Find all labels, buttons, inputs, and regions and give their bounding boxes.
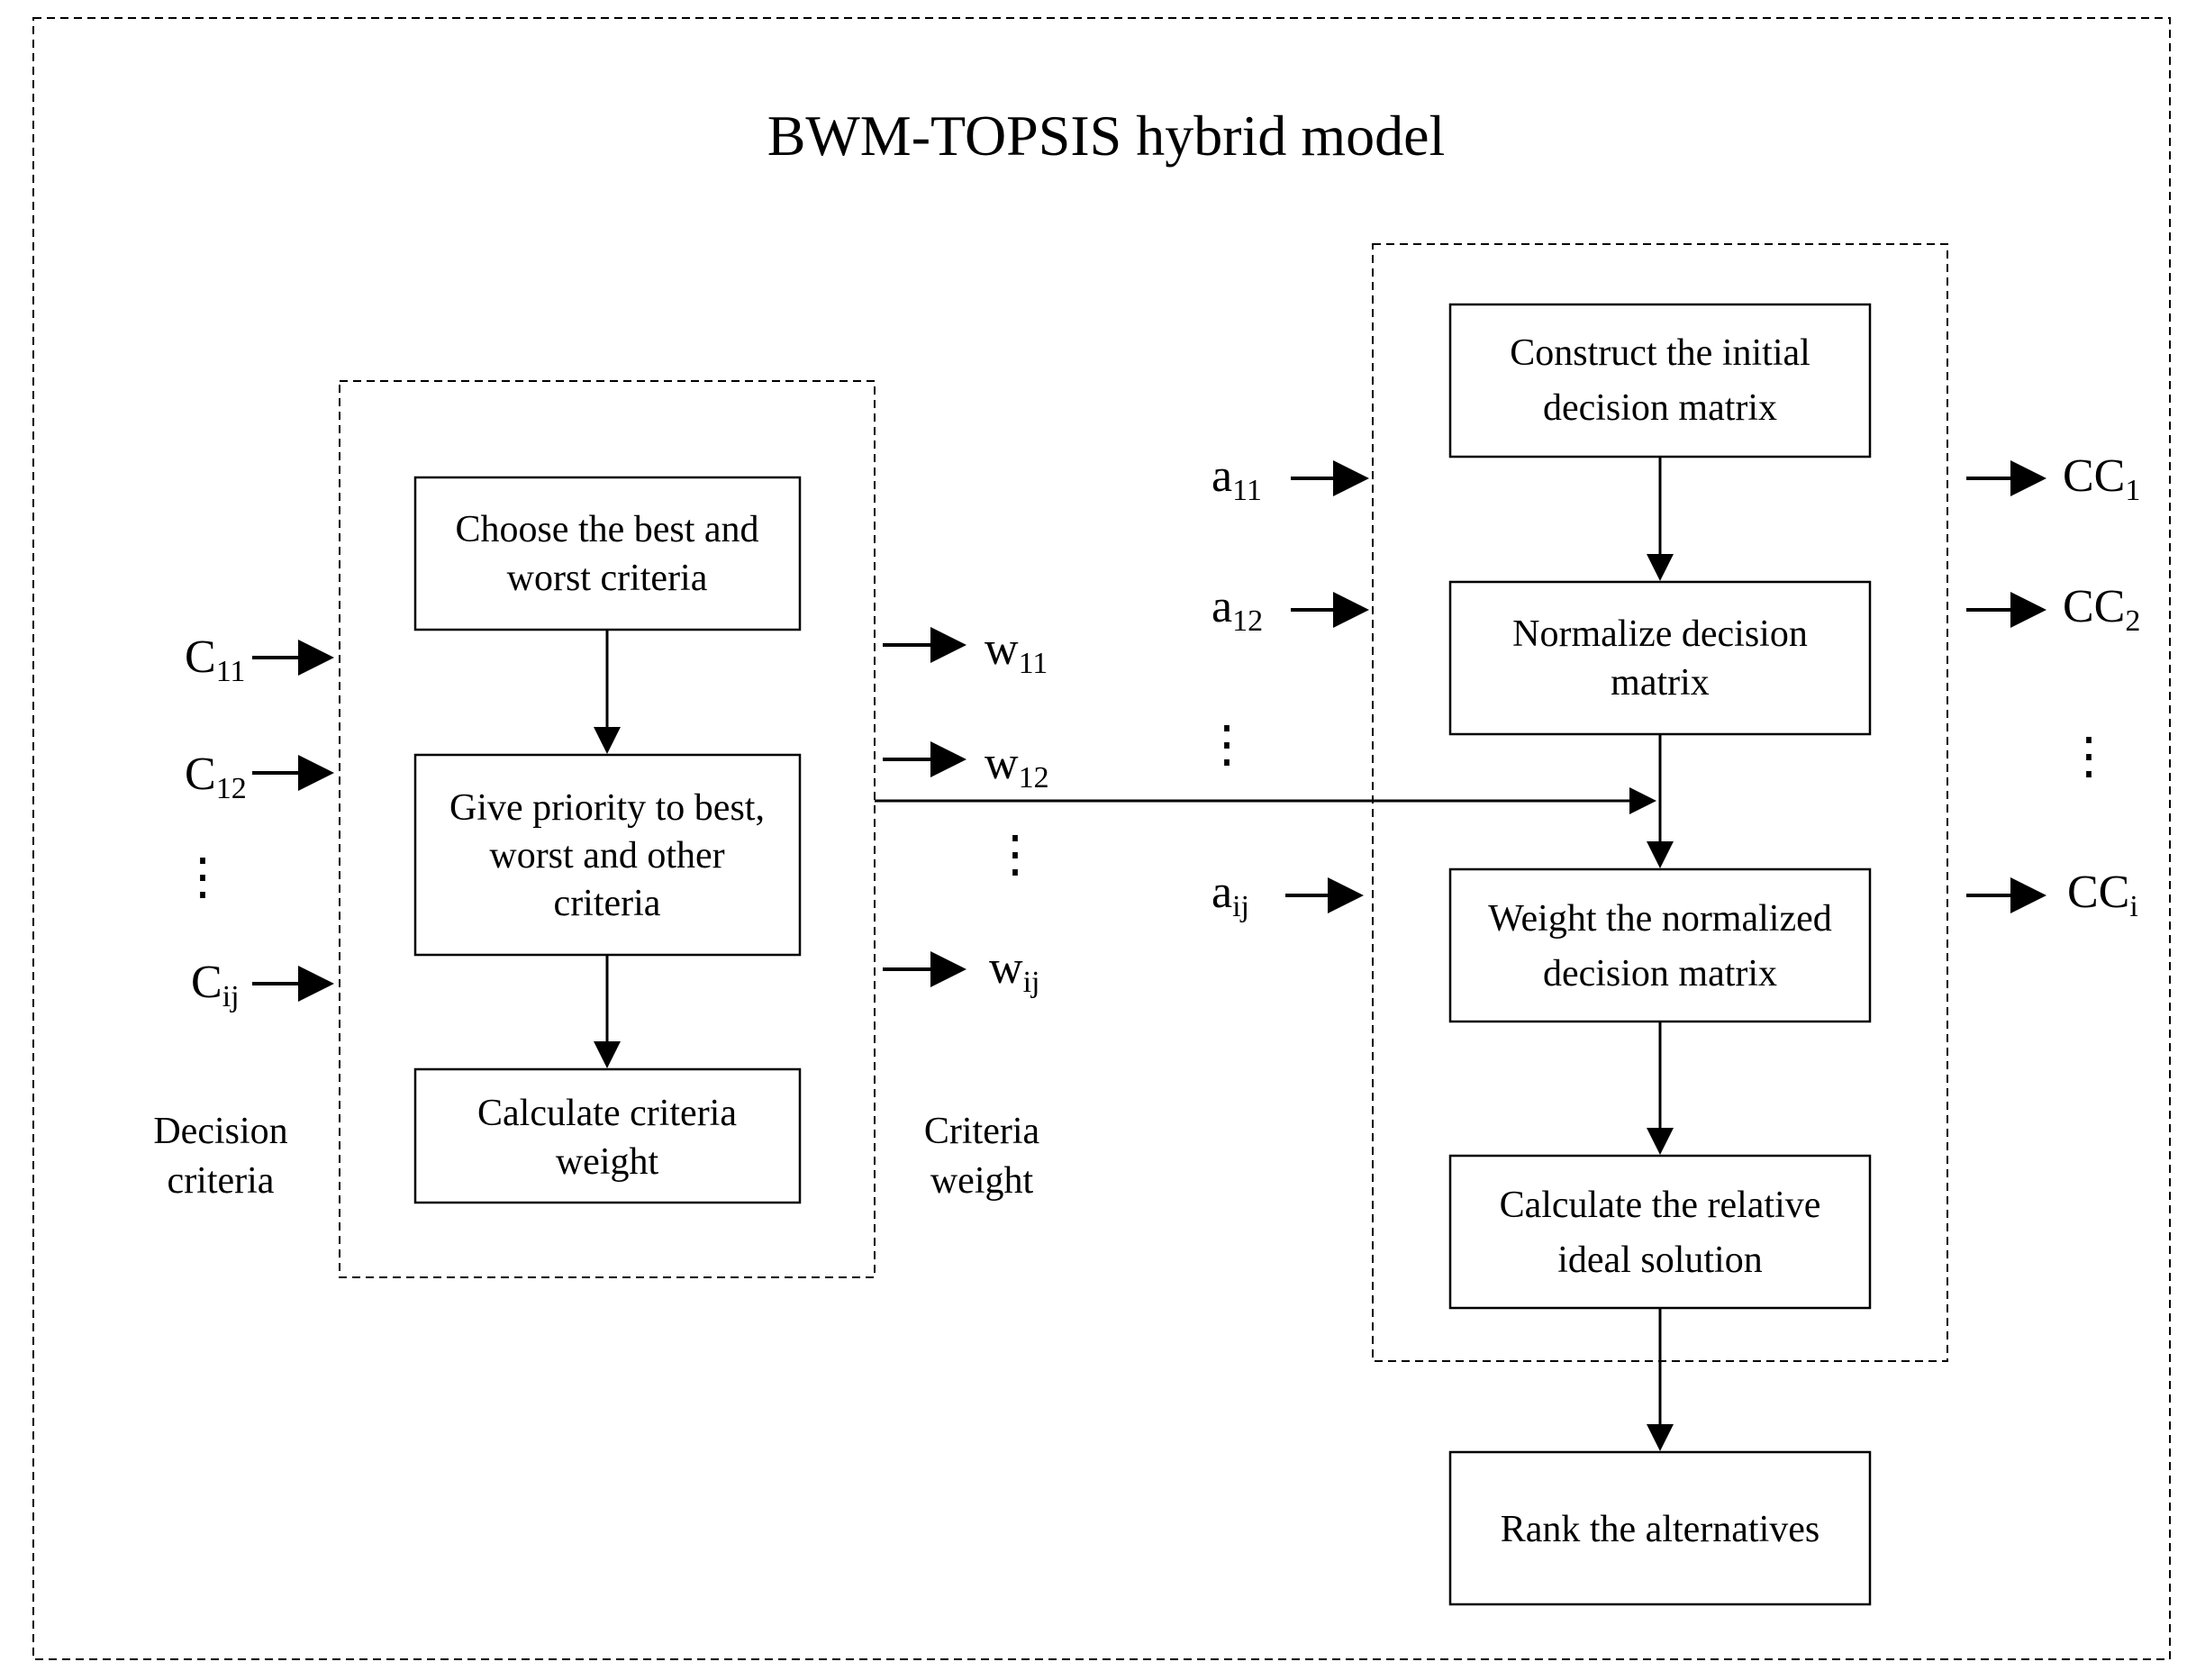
svg-text:Cij: Cij: [191, 957, 240, 1013]
svg-text:matrix: matrix: [1611, 662, 1710, 704]
diagram-title: BWM-TOPSIS hybrid model: [767, 104, 1446, 168]
svg-text:Choose the best and: Choose the best and: [455, 509, 758, 550]
svg-text:weight: weight: [556, 1141, 659, 1183]
svg-text:w11: w11: [985, 623, 1048, 680]
svg-text:Criteria: Criteria: [924, 1111, 1040, 1152]
svg-text:criteria: criteria: [554, 883, 661, 924]
topsis-step-relative-ideal: Calculate the relative ideal solution: [1448, 1154, 1872, 1310]
svg-text:CC2: CC2: [2063, 581, 2140, 638]
outer-frame: [32, 17, 2171, 1660]
cc-ellipsis: ⋮: [2064, 729, 2114, 785]
alternative-input-aij: aij: [1211, 867, 1364, 923]
svg-text:criteria: criteria: [168, 1160, 275, 1202]
bwm-step-choose-best-worst: Choose the best and worst criteria: [413, 476, 802, 631]
box-line: weight: [556, 1141, 659, 1183]
svg-text:C11: C11: [185, 631, 245, 688]
criteria-input-c11: C11: [185, 631, 334, 688]
svg-text:CC1: CC1: [2063, 450, 2140, 507]
svg-text:Calculate criteria: Calculate criteria: [477, 1093, 737, 1134]
topsis-step-construct-matrix: Construct the initial decision matrix: [1448, 303, 1872, 459]
bwm-step-give-priority: Give priority to best, worst and other c…: [413, 753, 802, 957]
weight-output-w12: w12: [883, 738, 1049, 795]
svg-text:worst and other: worst and other: [489, 835, 724, 876]
box-line: Rank the alternatives: [1501, 1509, 1820, 1550]
alternative-input-a11: a11: [1211, 450, 1369, 507]
topsis-step-normalize: Normalize decision matrix: [1448, 580, 1872, 736]
svg-text:Calculate the relative: Calculate the relative: [1500, 1185, 1821, 1226]
svg-text:decision matrix: decision matrix: [1543, 387, 1777, 429]
svg-text:weight: weight: [930, 1160, 1034, 1202]
box-line: decision matrix: [1543, 953, 1777, 994]
weight-output-w11: w11: [883, 623, 1048, 680]
svg-text:Normalize decision: Normalize decision: [1512, 613, 1808, 655]
box-line: matrix: [1611, 662, 1710, 704]
alternative-input-a12: a12: [1211, 581, 1369, 638]
bwm-step-calculate-weight: Calculate criteria weight: [413, 1067, 802, 1204]
box-line: worst and other: [489, 835, 724, 876]
box-line: Give priority to best,: [449, 787, 765, 829]
criteria-weight-label: Criteria weight: [924, 1111, 1040, 1202]
svg-text:aij: aij: [1211, 867, 1249, 923]
svg-text:Rank the alternatives: Rank the alternatives: [1501, 1509, 1820, 1550]
svg-text:Construct the initial: Construct the initial: [1510, 332, 1810, 374]
box-line: ideal solution: [1557, 1240, 1762, 1281]
svg-text:decision matrix: decision matrix: [1543, 953, 1777, 994]
alternatives-ellipsis: ⋮: [1202, 717, 1252, 773]
cc-output-cc1: CC1: [1966, 450, 2140, 507]
box-line: Choose the best and: [455, 509, 758, 550]
decision-criteria-label: Decision criteria: [153, 1111, 287, 1202]
cc-output-cci: CCi: [1966, 867, 2138, 923]
criteria-input-cij: Cij: [191, 957, 334, 1013]
box-line: decision matrix: [1543, 387, 1777, 429]
svg-text:a11: a11: [1211, 450, 1262, 507]
criteria-ellipsis: ⋮: [177, 849, 228, 905]
svg-text:a12: a12: [1211, 581, 1263, 638]
box-line: worst criteria: [507, 558, 708, 599]
box-line: Calculate criteria: [477, 1093, 737, 1134]
criteria-input-c12: C12: [185, 749, 334, 805]
svg-text:w12: w12: [985, 738, 1049, 795]
box-line: Construct the initial: [1510, 332, 1810, 374]
final-step-rank-alternatives: Rank the alternatives: [1448, 1450, 1872, 1606]
box-line: Calculate the relative: [1500, 1185, 1821, 1226]
weights-ellipsis: ⋮: [990, 827, 1040, 883]
svg-text:Give priority to best,: Give priority to best,: [449, 787, 765, 829]
topsis-step-weight-normalized: Weight the normalized decision matrix: [1448, 867, 1872, 1023]
cc-output-cc2: CC2: [1966, 581, 2140, 638]
box-line: criteria: [554, 883, 661, 924]
svg-text:Weight the normalized: Weight the normalized: [1488, 898, 1832, 940]
box-line: Weight the normalized: [1488, 898, 1832, 940]
svg-text:Decision: Decision: [153, 1111, 287, 1152]
box-line: Normalize decision: [1512, 613, 1808, 655]
svg-text:wij: wij: [989, 942, 1039, 999]
svg-text:ideal solution: ideal solution: [1557, 1240, 1762, 1281]
svg-text:worst criteria: worst criteria: [507, 558, 708, 599]
svg-text:C12: C12: [185, 749, 247, 805]
svg-text:CCi: CCi: [2067, 867, 2138, 923]
weight-output-wij: wij: [883, 942, 1039, 999]
